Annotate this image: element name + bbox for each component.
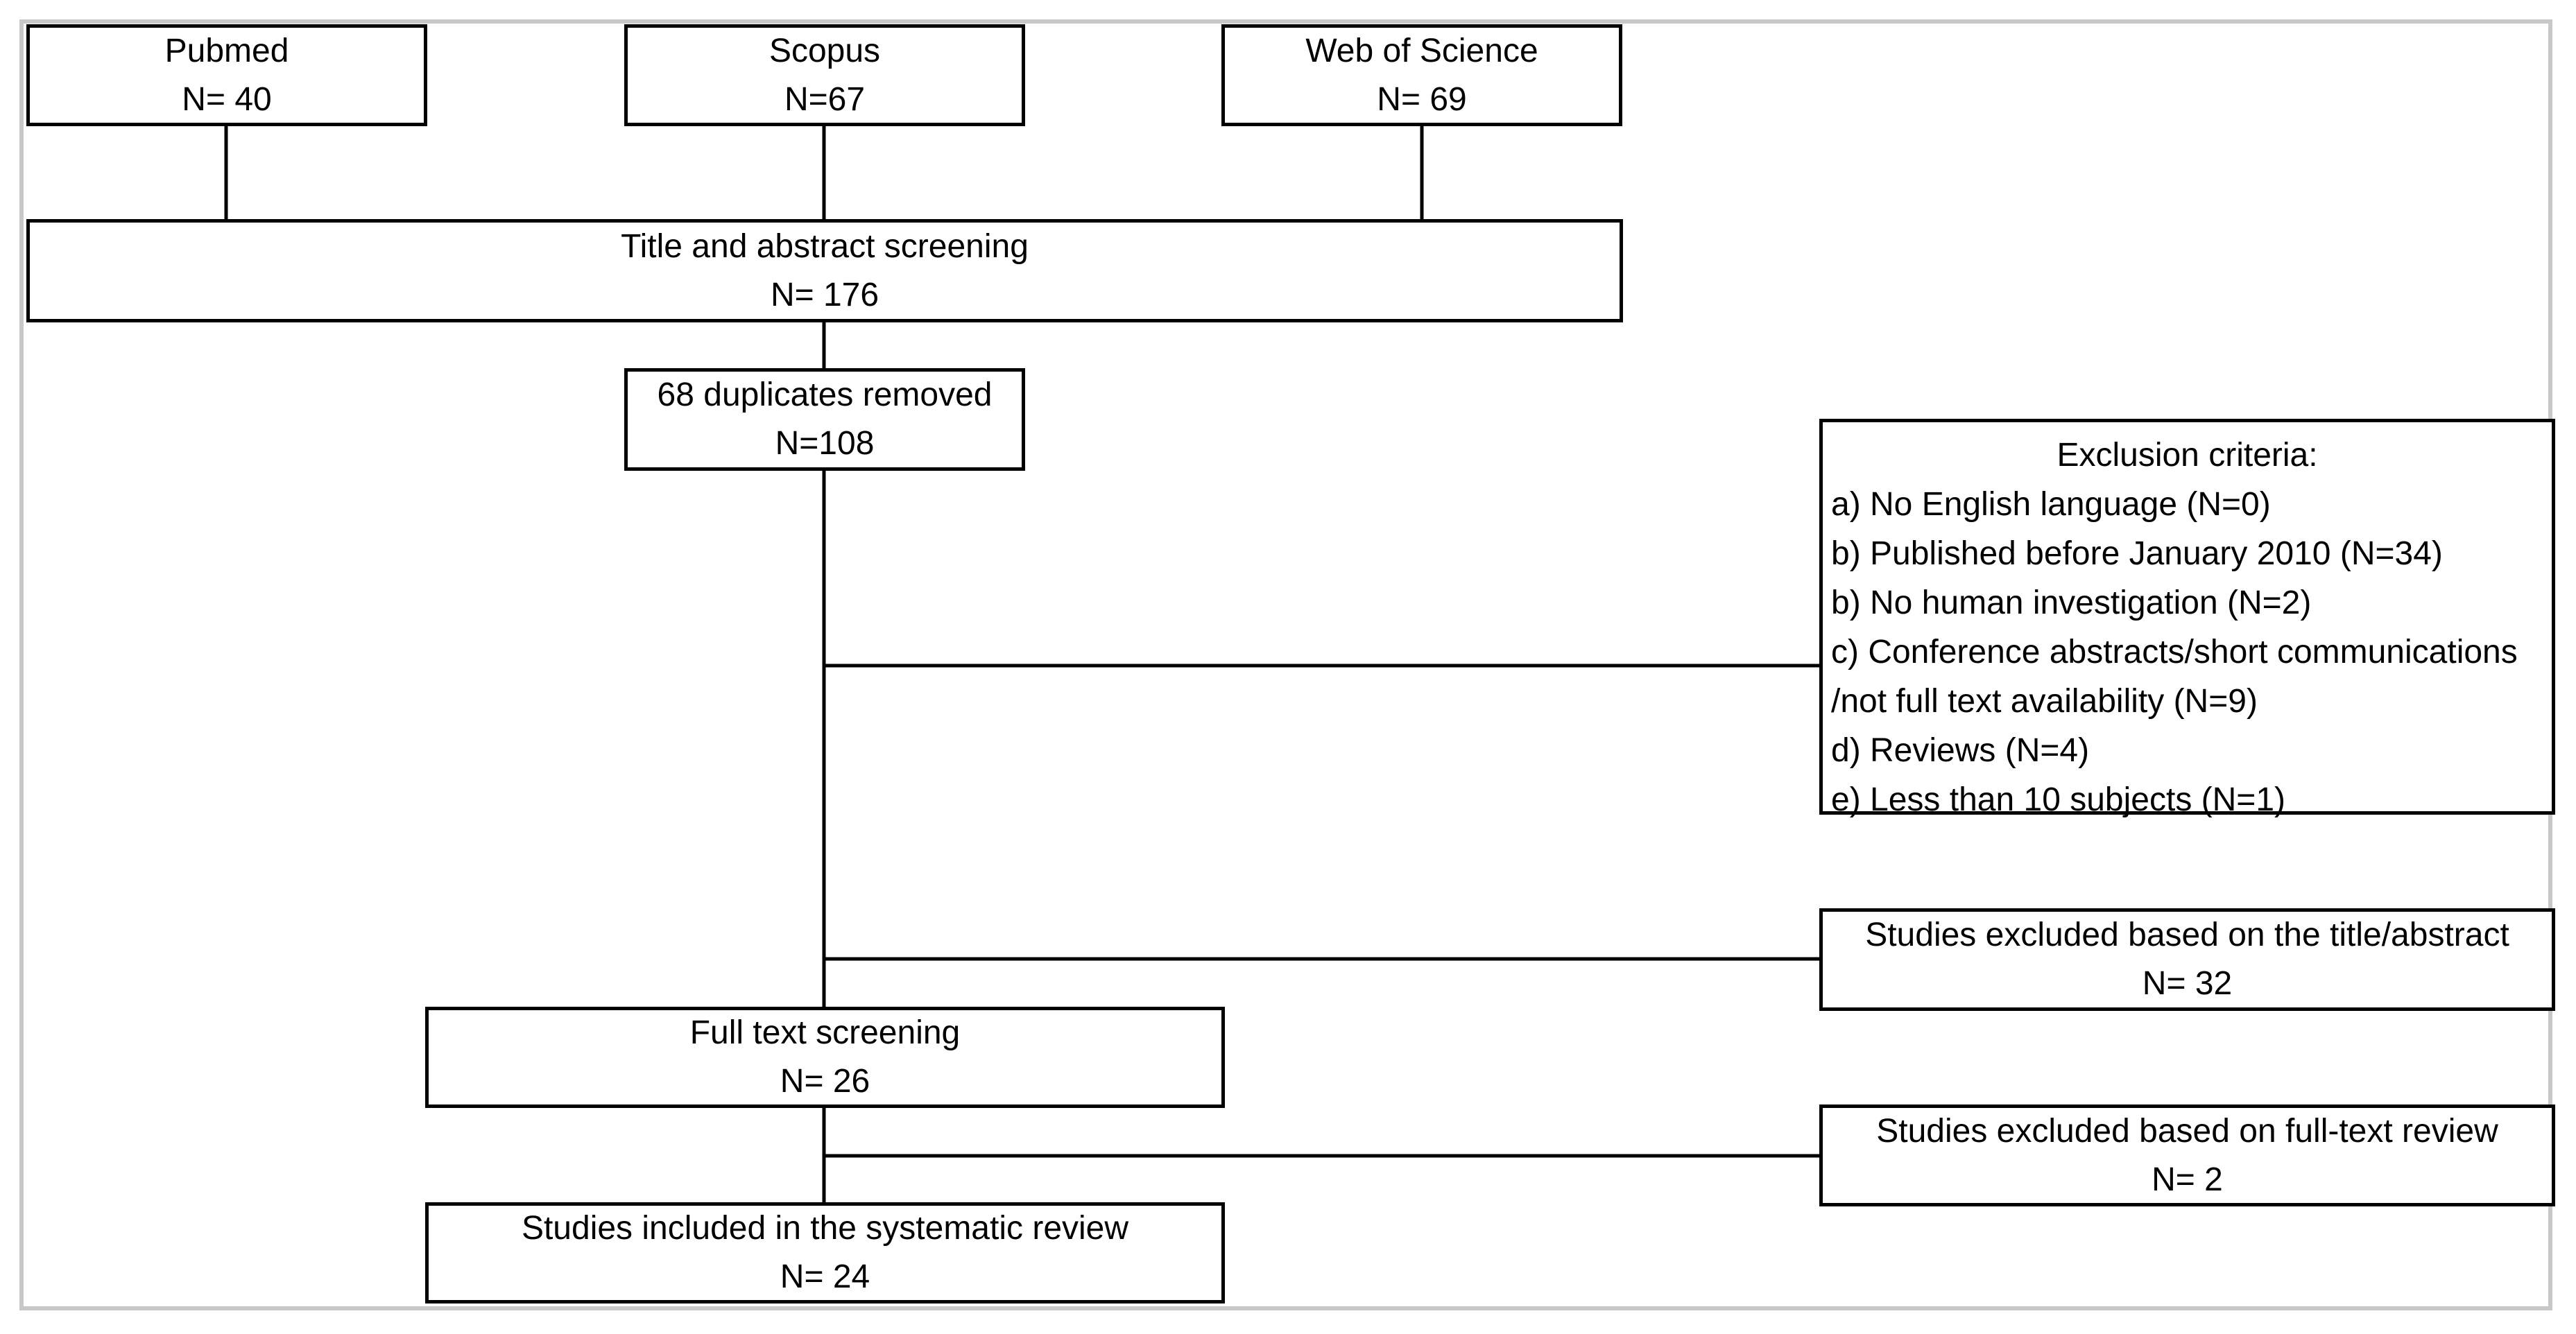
screening-count: N= 176 xyxy=(770,276,879,313)
included-studies-box: Studies included in the systematic revie… xyxy=(425,1202,1225,1303)
excluded-fulltext-box: Studies excluded based on full-text revi… xyxy=(1819,1105,2555,1206)
source-count: N= 40 xyxy=(182,80,272,118)
exclusion-criteria-box: Exclusion criteria: a) No English langua… xyxy=(1819,419,2555,818)
source-box-web-of-science: Web of Science N= 69 xyxy=(1221,24,1622,126)
source-name: Pubmed xyxy=(164,32,289,69)
exclusion-item: /not full text availability (N=9) xyxy=(1831,683,2258,720)
source-box-pubmed: Pubmed N= 40 xyxy=(26,24,427,126)
source-box-scopus: Scopus N=67 xyxy=(624,24,1025,126)
screening-box: Title and abstract screening N= 176 xyxy=(26,219,1623,322)
source-count: N= 69 xyxy=(1377,80,1467,118)
excluded-fulltext-count: N= 2 xyxy=(2152,1161,2223,1198)
source-name: Scopus xyxy=(768,32,881,69)
exclusion-item: e) Less than 10 subjects (N=1) xyxy=(1831,781,2286,818)
screening-title: Title and abstract screening xyxy=(621,227,1029,265)
excluded-title-abstract-label: Studies excluded based on the title/abst… xyxy=(1865,917,2509,953)
excluded-fulltext-label: Studies excluded based on full-text revi… xyxy=(1876,1112,2498,1150)
exclusion-item: c) Conference abstracts/short communicat… xyxy=(1831,634,2518,670)
included-studies-title: Studies included in the systematic revie… xyxy=(521,1210,1129,1247)
fulltext-screening-box: Full text screening N= 26 xyxy=(425,1007,1225,1108)
exclusion-item: d) Reviews (N=4) xyxy=(1831,732,2090,769)
source-name: Web of Science xyxy=(1305,32,1538,69)
duplicates-title: 68 duplicates removed xyxy=(657,376,993,413)
excluded-title-abstract-count: N= 32 xyxy=(2142,965,2233,1002)
excluded-title-abstract-box: Studies excluded based on the title/abst… xyxy=(1819,908,2555,1011)
exclusion-item: b) No human investigation (N=2) xyxy=(1831,584,2312,621)
duplicates-count: N=108 xyxy=(775,425,875,462)
fulltext-screening-count: N= 26 xyxy=(780,1063,870,1100)
exclusion-item: a) No English language (N=0) xyxy=(1831,486,2271,523)
included-studies-count: N= 24 xyxy=(780,1258,870,1295)
fulltext-screening-title: Full text screening xyxy=(689,1014,961,1051)
source-count: N=67 xyxy=(784,80,866,118)
exclusion-criteria-title: Exclusion criteria: xyxy=(2056,437,2318,474)
duplicates-box: 68 duplicates removed N=108 xyxy=(624,368,1025,471)
exclusion-item: b) Published before January 2010 (N=34) xyxy=(1831,535,2443,572)
